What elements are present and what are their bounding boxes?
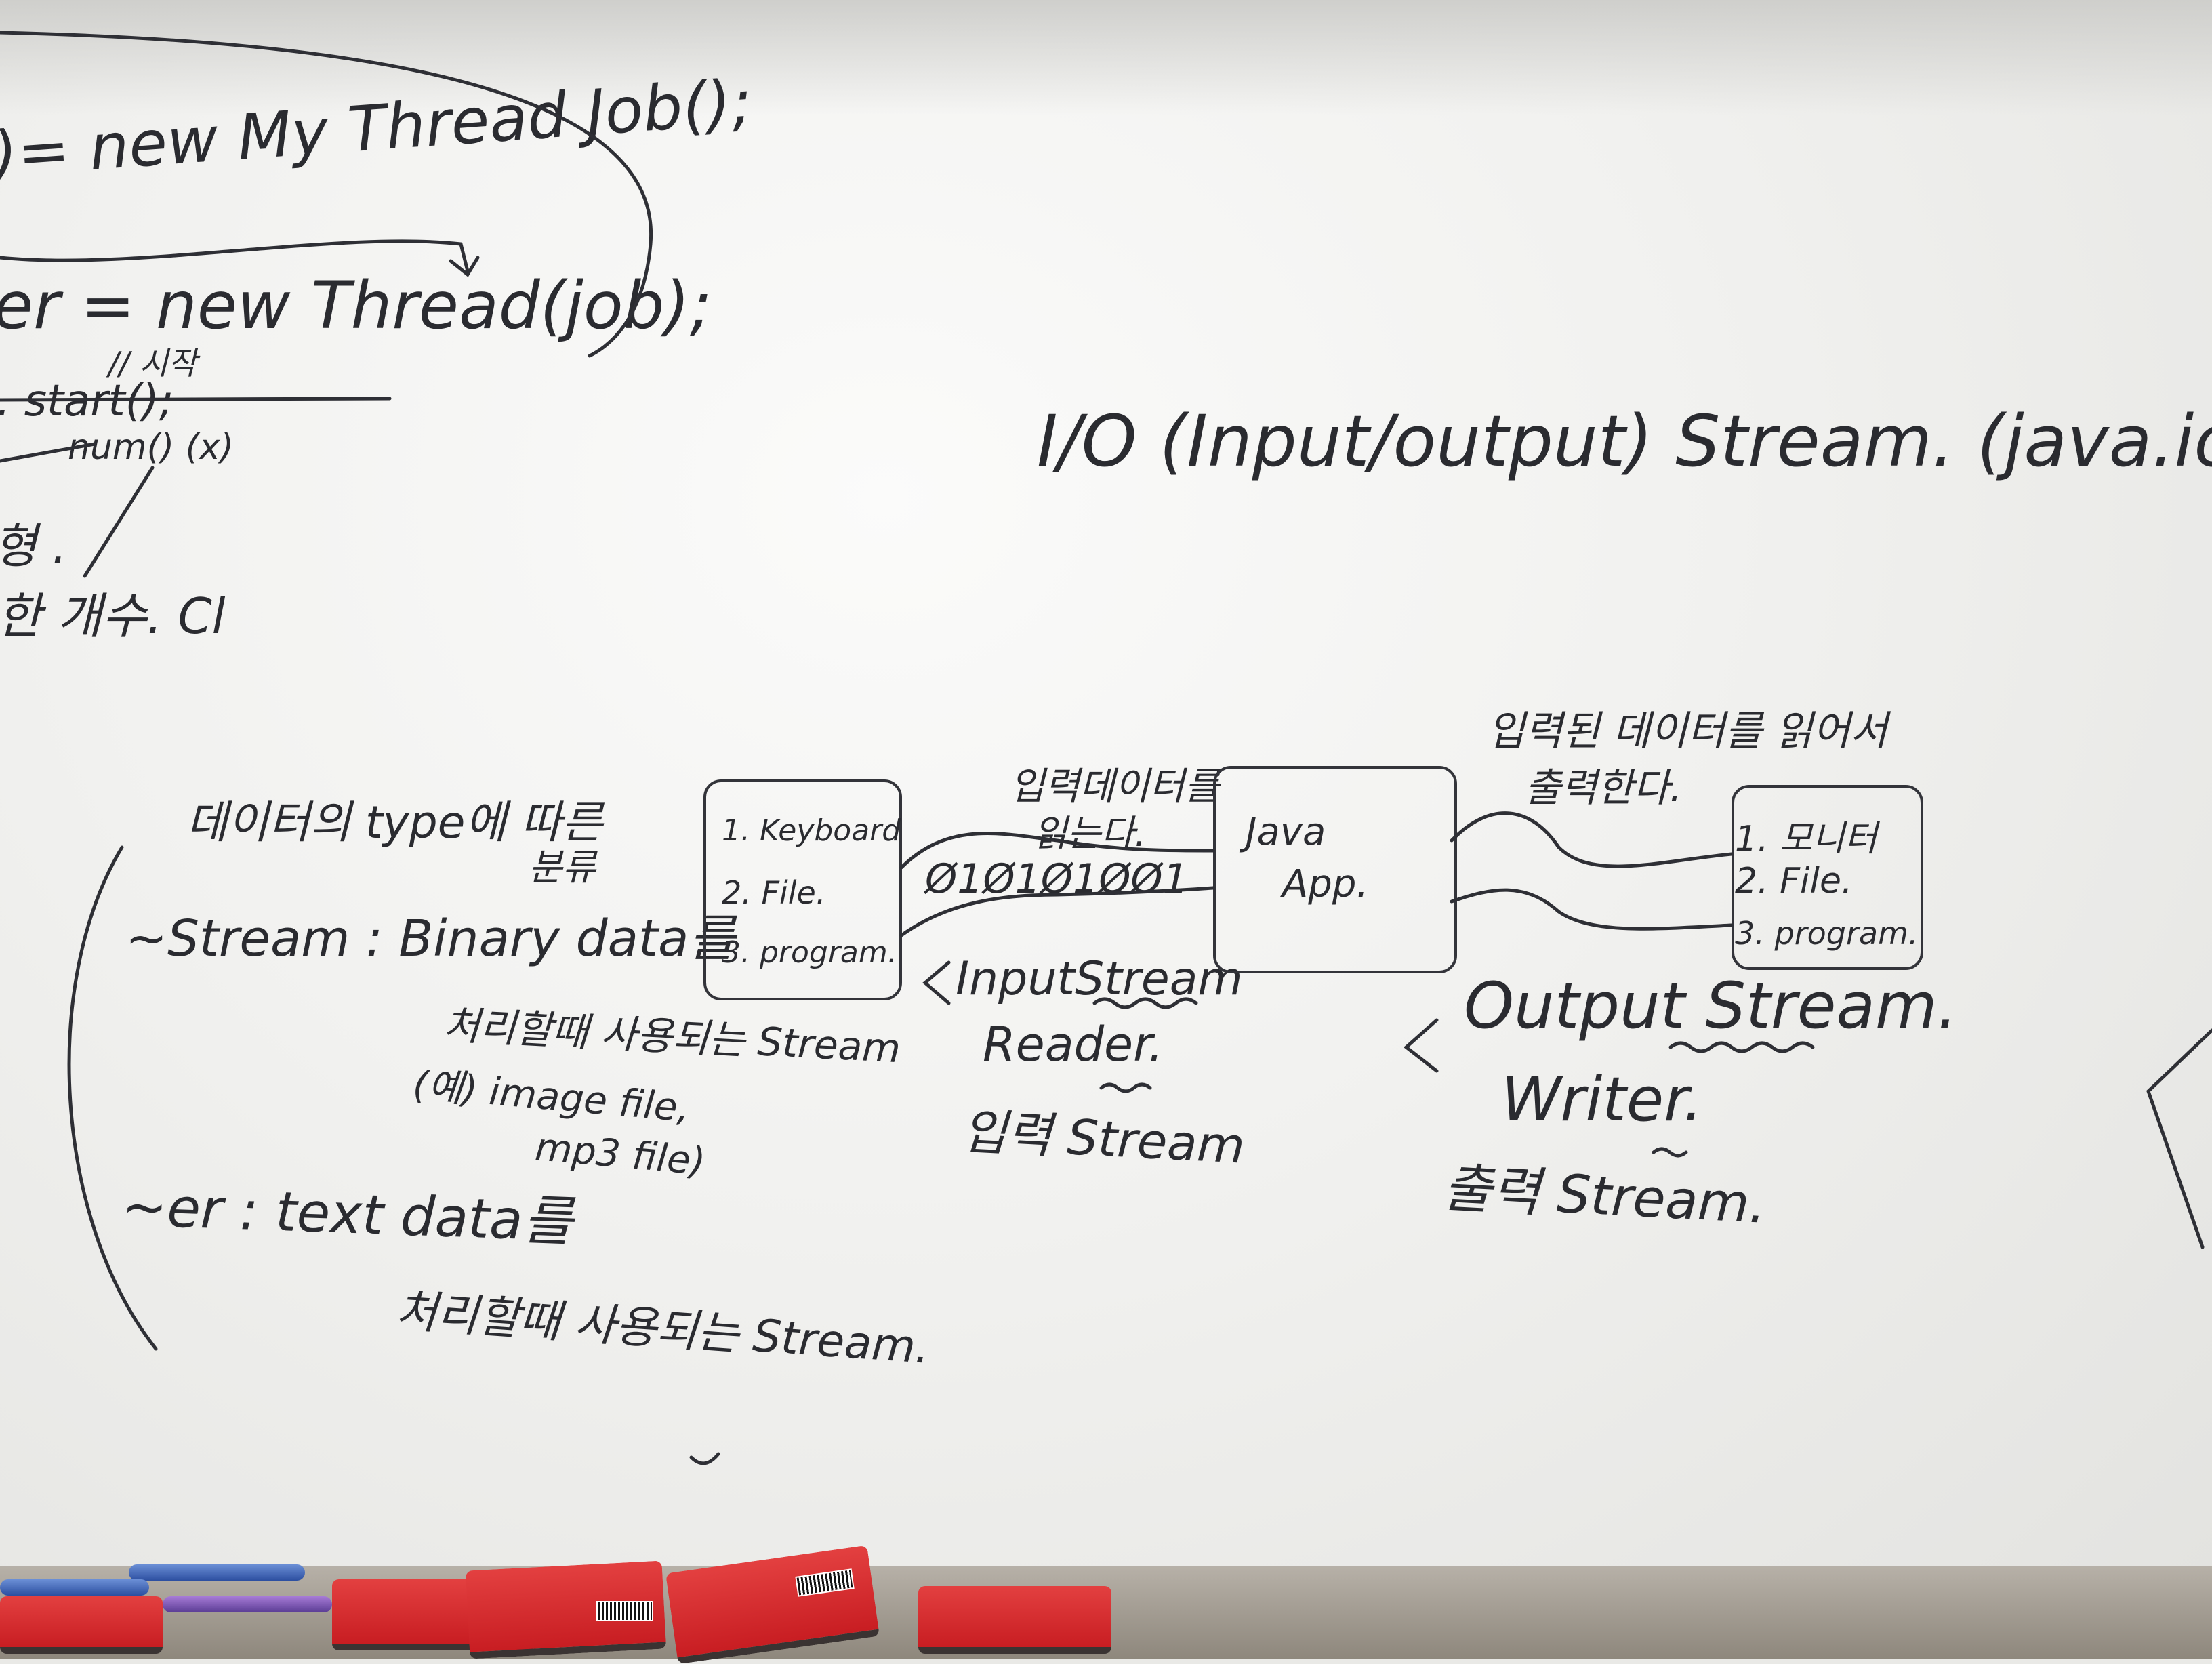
eraser-barcode-1 (596, 1601, 653, 1621)
writer-squiggle (1652, 1147, 1688, 1158)
input-source-file: 2. File. (722, 874, 826, 911)
board-top-shadow (0, 0, 2212, 115)
output-destination-box (1732, 785, 1923, 970)
code-line-5: 형 . (0, 519, 67, 574)
num-underline (0, 442, 97, 463)
io-stream-title: I/O (Input/output) Stream. (java.io (1037, 400, 2212, 483)
classification-heading-2: 분류 (529, 846, 596, 889)
reader-label: Reader. (983, 1017, 1164, 1072)
right-edge-stroke (2146, 1028, 2212, 1249)
output-text-1: 입력된 데이터를 읽어서 (1488, 708, 1888, 755)
output-line-bottom (1450, 888, 1734, 931)
input-source-program: 3. program. (722, 935, 897, 970)
output-text-2: 출력한다. (1525, 765, 1682, 811)
classification-bracket (67, 845, 158, 1351)
code-line-6: 한 개수. Cl (0, 588, 226, 645)
start-underline (0, 397, 392, 402)
inputstream-squiggle (1092, 997, 1198, 1009)
output-line-top (1450, 811, 1734, 868)
java-app-box (1213, 766, 1457, 973)
input-read-text-1: 입력데이터를 (1010, 765, 1220, 809)
code-comment: // 시작 (108, 345, 197, 382)
thread-arrow-curve (0, 239, 470, 273)
eraser-5[interactable] (918, 1586, 1111, 1654)
thread-arrow-head (449, 256, 480, 277)
blue-marker-2[interactable] (0, 1579, 149, 1596)
reader-squiggle (1099, 1082, 1152, 1093)
thread-enclosing-curve (0, 31, 653, 358)
purple-marker[interactable] (163, 1596, 332, 1612)
code-slash (83, 466, 155, 578)
java-app-line-1: Java (1246, 810, 1326, 854)
inputstream-label: InputStream (956, 952, 1243, 1006)
input-chevron (922, 960, 951, 1005)
input-source-keyboard: 1. Keyboard (722, 813, 901, 848)
code-line-4: num() (x) (68, 427, 234, 468)
output-dest-program: 3. program. (1735, 915, 1919, 952)
output-chevron (1404, 1018, 1439, 1073)
output-dest-monitor: 1. 모니터 (1735, 819, 1877, 859)
blue-marker[interactable] (129, 1564, 305, 1581)
eraser-left[interactable] (0, 1596, 163, 1654)
classification-heading: 데이터의 type에 따른 (186, 796, 603, 849)
input-line-top (899, 832, 1215, 870)
input-line-bottom (899, 886, 1215, 937)
outputstream-label: Output Stream. (1464, 969, 1958, 1043)
writer-label: Writer. (1501, 1064, 1703, 1135)
outputstream-squiggle (1668, 1041, 1815, 1053)
stream-definition: ~Stream : Binary data를 (125, 910, 735, 968)
small-tick-mark (689, 1452, 720, 1465)
code-line-2: er = new Thread(job); (0, 268, 712, 344)
output-dest-file: 2. File. (1735, 861, 1853, 901)
java-app-line-2: App. (1282, 862, 1369, 906)
input-source-box (703, 779, 902, 1000)
